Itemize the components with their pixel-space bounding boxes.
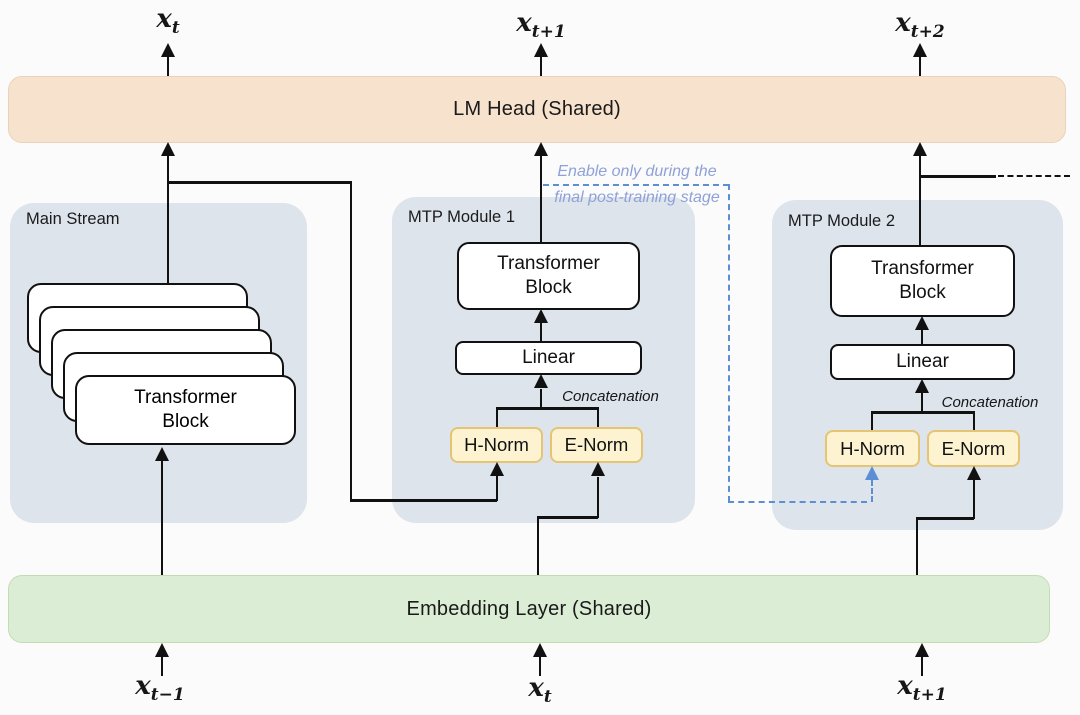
dashed-blue-stub: [871, 480, 873, 502]
line-embed-to-mtp2-b: [916, 517, 974, 520]
arrow-input-t: [533, 643, 547, 657]
output-token-xt2: xt+2: [895, 8, 945, 43]
line-mtp2-concat-bar: [871, 411, 974, 414]
line-embed-to-mtp2-c: [972, 480, 976, 519]
mtp2-linear-block: Linear: [830, 344, 1015, 380]
mtp2-concatenation-label: Concatenation: [941, 394, 1039, 411]
line-embed-to-mtp1-a: [536, 518, 540, 575]
annotation-line1: Enable only during the: [557, 163, 717, 180]
annotation-line2: final post-training stage: [554, 189, 720, 206]
line-output-t: [166, 56, 170, 76]
main-transformer-block: Transformer Block: [75, 375, 296, 445]
arrow-output-t2: [913, 43, 927, 57]
line-embed-to-mtp1-b: [537, 516, 598, 519]
mtp2-transformer-block: Transformer Block: [830, 245, 1015, 317]
mtp1-concatenation-label: Concatenation: [562, 388, 659, 405]
arrow-into-mtp1-tb: [534, 309, 548, 323]
line-branch-down: [349, 181, 353, 501]
mtp1-transformer-line2: Block: [525, 277, 572, 298]
main-transformer-block-line1: Transformer: [134, 386, 237, 408]
line-mtp2-branch-dashed: [998, 175, 1070, 177]
line-branch-right: [350, 499, 497, 502]
input-token-xt1: xt+1: [897, 671, 947, 706]
line-branch-stub: [495, 476, 499, 501]
dashed-blue-h1: [543, 184, 729, 186]
line-embed-to-mtp2-a: [915, 519, 919, 575]
mtp2-h-norm-label: H-Norm: [840, 437, 905, 459]
arrow-input-t1: [915, 643, 929, 657]
embedding-bar: Embedding Layer (Shared): [8, 575, 1050, 643]
line-mtp1-concat-bar: [496, 407, 598, 410]
line-input-t1: [920, 656, 924, 676]
line-main-output: [166, 154, 170, 284]
mtp1-h-norm-label: H-Norm: [464, 434, 529, 455]
line-embed-to-main: [160, 460, 164, 575]
arrow-input-tm1: [155, 643, 169, 657]
line-mtp2-linear-to-tb: [920, 329, 924, 345]
output-token-xt1: xt+1: [516, 8, 566, 43]
arrow-blue-into-hnorm2: [865, 466, 879, 480]
mtp2-label: MTP Module 2: [788, 212, 895, 230]
line-mtp2-enorm-up: [972, 411, 976, 430]
main-transformer-block-line2: Block: [162, 411, 209, 432]
arrow-into-hnorm1: [490, 462, 504, 476]
main-stream-label: Main Stream: [26, 210, 120, 228]
line-output-t2: [918, 56, 922, 76]
dashed-blue-v: [728, 184, 730, 502]
arrow-into-mtp2-tb: [915, 316, 929, 330]
mtp2-linear-label: Linear: [896, 350, 949, 372]
mtp2-transformer-line1: Transformer: [871, 257, 974, 279]
mtp1-transformer-line1: Transformer: [497, 252, 600, 274]
line-mtp2-branch-solid: [920, 175, 996, 178]
mtp2-e-norm-label: E-Norm: [941, 437, 1006, 459]
annotation-enable-note: Enable only during the final post-traini…: [537, 159, 737, 211]
arrow-mtp1-into-lmhead: [534, 142, 548, 156]
input-token-xt: xt: [528, 673, 552, 708]
dashed-blue-h2: [728, 501, 867, 503]
mtp1-h-norm: H-Norm: [450, 427, 543, 463]
arrow-main-into-lmhead: [161, 142, 175, 156]
mtp2-h-norm: H-Norm: [825, 430, 920, 467]
mtp1-label: MTP Module 1: [408, 208, 515, 226]
line-input-t: [538, 656, 542, 676]
embedding-label: Embedding Layer (Shared): [406, 597, 652, 620]
output-token-xt: xt: [156, 4, 180, 39]
mtp1-transformer-block: Transformer Block: [457, 242, 640, 310]
line-input-tm1: [160, 656, 164, 676]
arrow-into-mtp2-linear: [915, 379, 929, 393]
arrow-into-main-block: [155, 447, 169, 461]
arrow-output-t: [161, 43, 175, 57]
mtp1-linear-label: Linear: [522, 346, 575, 368]
arrow-output-t1: [534, 43, 548, 57]
line-mtp2-hnorm-up: [870, 411, 874, 430]
line-mtp1-output: [539, 154, 543, 243]
line-output-t1: [539, 56, 543, 76]
line-embed-to-mtp1-c: [596, 477, 600, 518]
line-mtp1-hnorm-up: [495, 407, 499, 427]
mtp1-linear-block: Linear: [455, 341, 642, 375]
mtp1-e-norm: E-Norm: [550, 427, 643, 463]
lm-head-bar: LM Head (Shared): [8, 76, 1066, 143]
line-mtp1-enorm-up: [596, 407, 600, 427]
mtp2-transformer-line2: Block: [899, 282, 946, 303]
arrow-into-enorm2: [967, 466, 981, 480]
arrow-mtp2-into-lmhead: [913, 142, 927, 156]
arrow-into-mtp1-linear: [534, 374, 548, 388]
line-mtp1-linear-to-tb: [539, 322, 543, 342]
mtp2-e-norm: E-Norm: [927, 430, 1020, 467]
line-mtp2-concat-up: [920, 393, 924, 412]
input-token-xtm1: xt−1: [135, 671, 185, 706]
lm-head-label: LM Head (Shared): [453, 98, 621, 120]
line-branch-top: [167, 181, 352, 184]
arrow-into-enorm1: [591, 462, 605, 476]
mtp1-e-norm-label: E-Norm: [564, 434, 629, 455]
line-mtp2-output: [918, 154, 922, 246]
line-mtp1-concat-up: [539, 389, 543, 409]
